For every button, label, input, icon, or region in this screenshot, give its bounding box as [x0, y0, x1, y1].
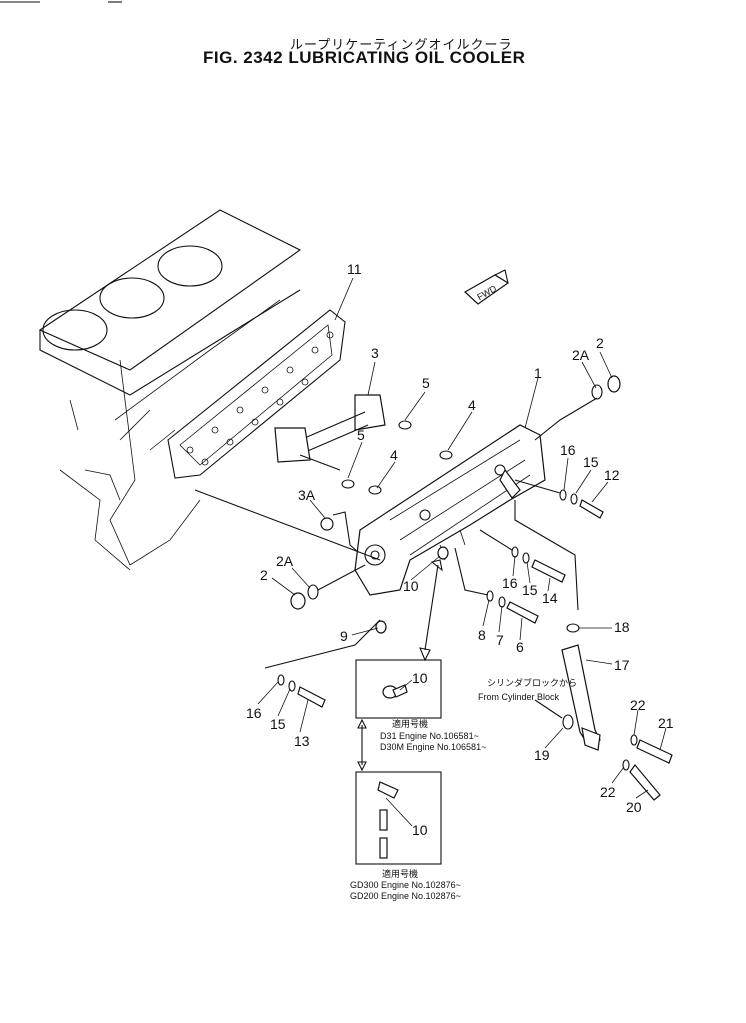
- callout-6: 6: [516, 639, 524, 655]
- callout-2-left: 2: [260, 567, 268, 583]
- bolt-12: [514, 479, 604, 519]
- cylinder-note: From Cylinder Block: [478, 692, 560, 702]
- cylinder-note-japanese: シリンダブロックから: [487, 677, 577, 688]
- callout-15-c: 15: [270, 716, 286, 732]
- callout-2-top: 2: [596, 335, 604, 351]
- callout-5-a: 5: [422, 375, 430, 391]
- box2-line-1: GD300 Engine No.102876~: [350, 880, 461, 890]
- box1-heading: 適用号機: [392, 718, 428, 729]
- callout-16-c: 16: [246, 705, 262, 721]
- variant-box-2: [355, 771, 442, 865]
- callout-2a-left: 2A: [276, 553, 294, 569]
- engine-block: [38, 209, 302, 571]
- callout-13: 13: [294, 733, 310, 749]
- box1-line-2: D30M Engine No.106581~: [380, 742, 486, 752]
- callout-21: 21: [658, 715, 674, 731]
- callout-18: 18: [614, 619, 630, 635]
- callout-10-c: 10: [412, 822, 428, 838]
- plug-3a: [320, 517, 334, 531]
- plug-9: [375, 620, 387, 634]
- callout-12: 12: [604, 467, 620, 483]
- small-double-arrow: [357, 718, 367, 772]
- variant-box-1: [355, 659, 442, 719]
- plug-top: [534, 375, 621, 441]
- callout-1: 1: [534, 365, 542, 381]
- callout-10-b: 10: [412, 670, 428, 686]
- callout-10-a: 10: [403, 578, 419, 594]
- callout-7: 7: [496, 632, 504, 648]
- figure-title: FIG. 2342 LUBRICATING OIL COOLER: [203, 48, 526, 67]
- cooler-tubes: [274, 394, 453, 495]
- callout-labels: 1 2A 2 3 3A 4 4 5 5 11 16 15 12 2A 2 10 …: [246, 261, 674, 838]
- gasket: [167, 309, 346, 479]
- callout-16-b: 16: [502, 575, 518, 591]
- bolts-pipe: [622, 734, 673, 801]
- callout-22-a: 22: [630, 697, 646, 713]
- callout-9: 9: [340, 628, 348, 644]
- callout-2a-top: 2A: [572, 347, 590, 363]
- callout-16-a: 16: [560, 442, 576, 458]
- reference-arrow: [419, 559, 443, 662]
- bolt-13: [194, 489, 381, 708]
- callout-8: 8: [478, 627, 486, 643]
- callout-5-b: 5: [357, 427, 365, 443]
- callout-3: 3: [371, 345, 379, 361]
- callout-15-b: 15: [522, 582, 538, 598]
- callout-4-b: 4: [390, 447, 398, 463]
- leader-lines: [257, 277, 667, 827]
- callout-15-a: 15: [583, 454, 599, 470]
- plug-left: [290, 564, 366, 610]
- figure-title-japanese: ループリケーティングオイルクーラ: [290, 37, 513, 52]
- box2-heading: 適用号機: [382, 868, 418, 879]
- box1-line-1: D31 Engine No.106581~: [380, 731, 479, 741]
- forward-arrow: FWD: [463, 269, 510, 305]
- callout-14: 14: [542, 590, 558, 606]
- callout-17: 17: [614, 657, 630, 673]
- callout-20: 20: [626, 799, 642, 815]
- oil-pipe: [514, 500, 601, 751]
- callout-22-b: 22: [600, 784, 616, 800]
- callout-4-a: 4: [468, 397, 476, 413]
- callout-19: 19: [534, 747, 550, 763]
- callout-11: 11: [347, 261, 362, 277]
- callout-3a: 3A: [298, 487, 316, 503]
- fitting-10: [437, 546, 449, 560]
- box2-line-2: GD200 Engine No.102876~: [350, 891, 461, 901]
- oil-cooler-housing: [354, 424, 546, 596]
